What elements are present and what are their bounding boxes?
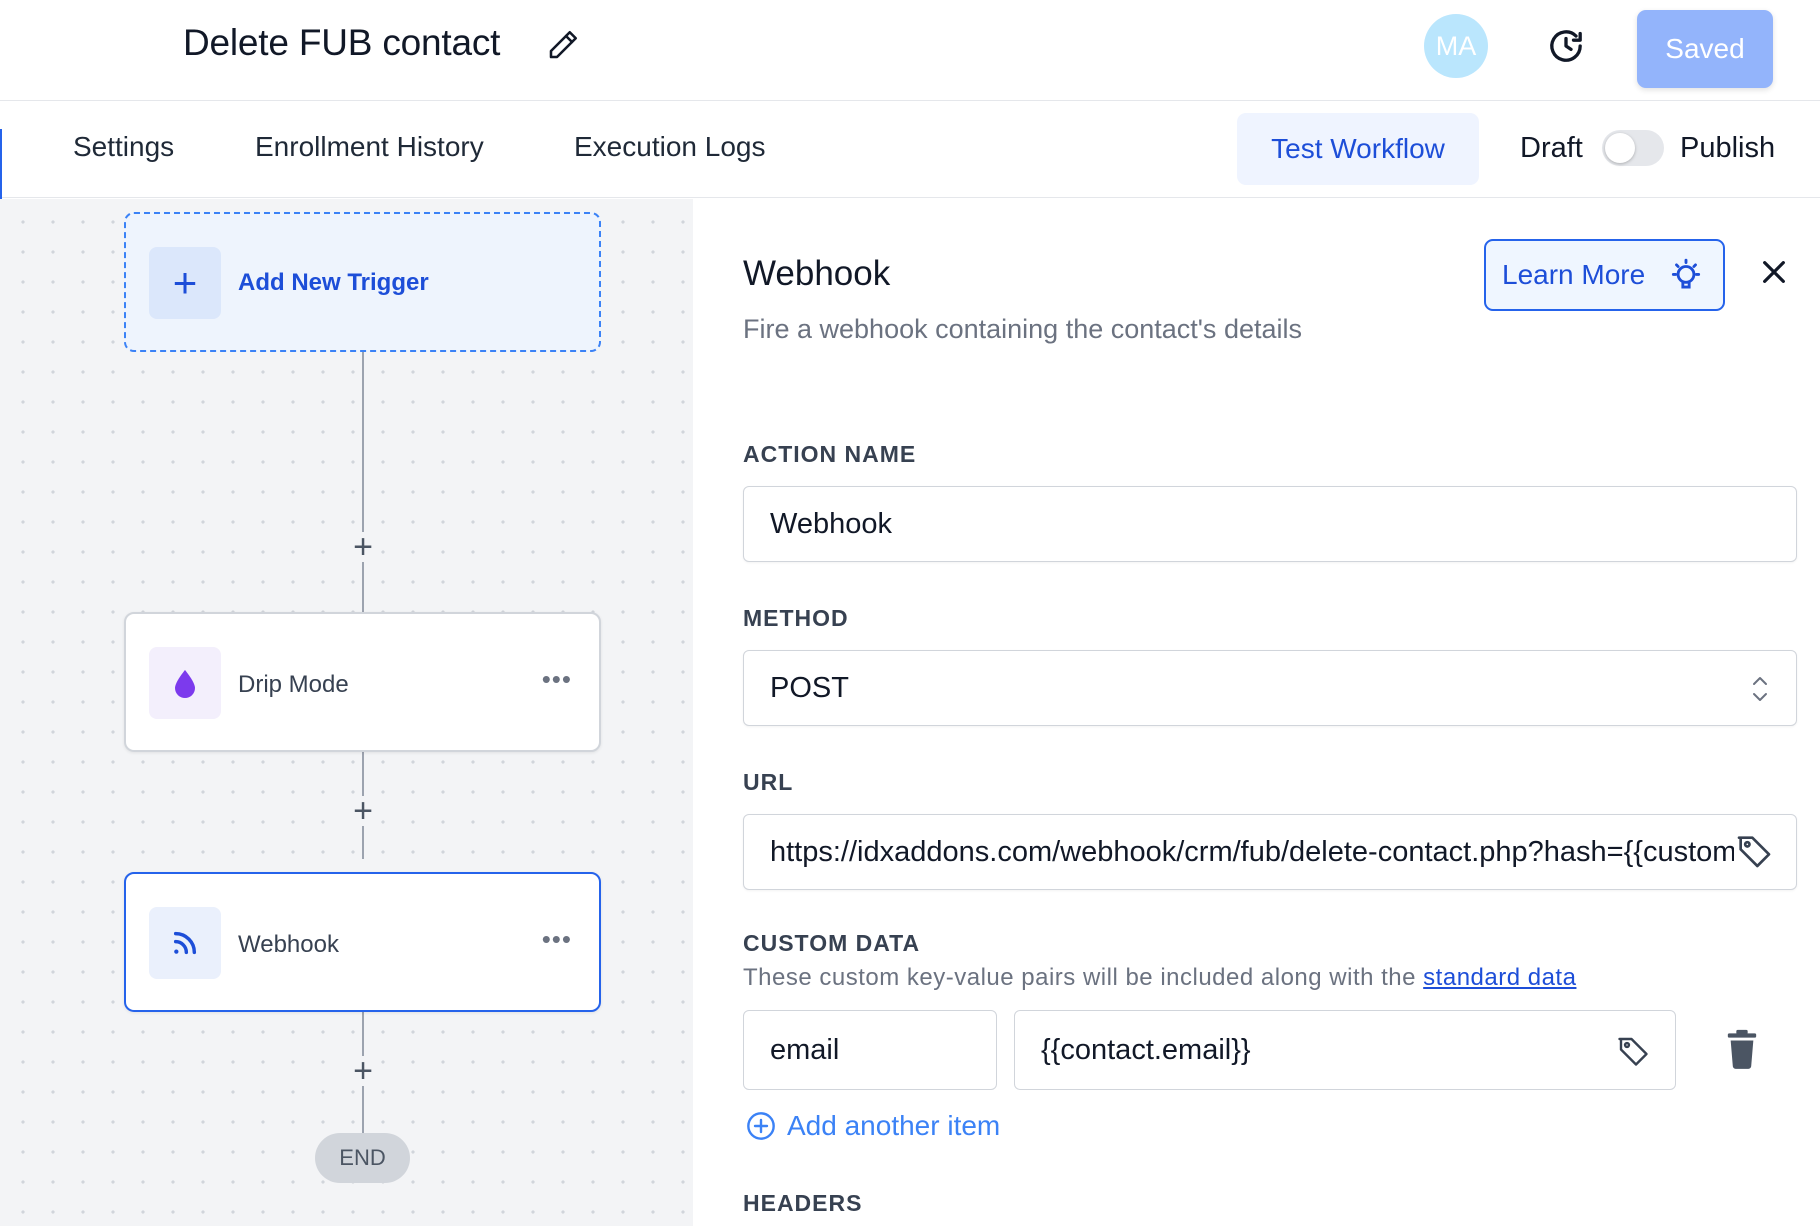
more-options-icon[interactable]: ••• xyxy=(541,924,572,954)
tab-enrollment-history[interactable]: Enrollment History xyxy=(255,131,484,162)
workflow-tabs-bar: Settings Enrollment History Execution Lo… xyxy=(0,101,1820,199)
lightbulb-icon xyxy=(1671,258,1701,289)
url-value: https://idxaddons.com/webhook/crm/fub/de… xyxy=(770,835,1753,868)
action-name-input[interactable]: Webhook xyxy=(743,486,1797,562)
publish-label: Publish xyxy=(1680,132,1776,164)
trash-icon[interactable] xyxy=(1725,1029,1759,1069)
custom-data-value-input[interactable]: {{contact.email}} xyxy=(1014,1010,1676,1090)
end-node: END xyxy=(315,1133,410,1183)
tag-icon[interactable] xyxy=(1734,831,1774,871)
learn-more-button[interactable]: Learn More xyxy=(1484,239,1725,311)
tab-execution-logs[interactable]: Execution Logs xyxy=(574,131,766,162)
standard-data-link[interactable]: standard data xyxy=(1423,964,1577,991)
custom-data-label: CUSTOM DATA xyxy=(743,930,921,956)
publish-toggle[interactable] xyxy=(1602,130,1664,166)
action-settings-panel: Webhook Fire a webhook containing the co… xyxy=(693,199,1820,1226)
pencil-icon[interactable] xyxy=(545,27,581,63)
add-trigger-card[interactable]: + Add New Trigger xyxy=(124,212,601,352)
add-another-item-button[interactable]: Add another item xyxy=(745,1110,1000,1142)
node-label: Webhook xyxy=(238,931,339,958)
plus-circle-icon xyxy=(747,1112,775,1140)
avatar[interactable]: MA xyxy=(1424,14,1488,78)
more-options-icon[interactable]: ••• xyxy=(541,664,572,694)
workflow-node-drip-mode[interactable]: Drip Mode ••• xyxy=(124,612,601,752)
history-icon[interactable] xyxy=(1546,26,1586,66)
active-tab-indicator xyxy=(0,129,2,199)
workflow-canvas[interactable]: + Add New Trigger + Drip Mode ••• + Webh… xyxy=(0,199,693,1226)
custom-data-value: {{contact.email}} xyxy=(1041,1033,1251,1066)
headers-label: HEADERS xyxy=(743,1190,863,1216)
add-item-label: Add another item xyxy=(787,1110,1001,1141)
top-header: Delete FUB contact MA Saved xyxy=(0,0,1820,101)
webhook-icon xyxy=(149,907,221,979)
add-trigger-label: Add New Trigger xyxy=(238,269,429,296)
workflow-node-webhook[interactable]: Webhook ••• xyxy=(124,872,601,1012)
custom-data-key-input[interactable]: email xyxy=(743,1010,997,1090)
drop-icon xyxy=(149,647,221,719)
learn-more-label: Learn More xyxy=(1502,259,1646,290)
method-value: POST xyxy=(770,671,849,704)
toggle-knob xyxy=(1605,133,1635,163)
method-label: METHOD xyxy=(743,605,849,631)
tag-icon[interactable] xyxy=(1615,1033,1651,1069)
tab-settings[interactable]: Settings xyxy=(73,131,175,162)
node-label: Drip Mode xyxy=(238,671,349,698)
add-step-button[interactable]: + xyxy=(348,1054,378,1088)
method-select[interactable]: POST xyxy=(743,650,1797,726)
chevron-up-down-icon xyxy=(1753,677,1767,701)
saved-button[interactable]: Saved xyxy=(1637,10,1773,88)
test-workflow-button[interactable]: Test Workflow xyxy=(1237,113,1479,185)
add-step-button[interactable]: + xyxy=(348,530,378,564)
action-name-label: ACTION NAME xyxy=(743,441,917,467)
plus-icon: + xyxy=(149,247,221,319)
close-icon[interactable] xyxy=(1758,256,1790,288)
url-input[interactable]: https://idxaddons.com/webhook/crm/fub/de… xyxy=(743,814,1797,890)
panel-subtitle: Fire a webhook containing the contact's … xyxy=(743,314,1302,344)
custom-data-hint: These custom key-value pairs will be inc… xyxy=(743,964,1577,991)
add-step-button[interactable]: + xyxy=(348,794,378,828)
draft-label: Draft xyxy=(1520,132,1583,164)
workflow-title: Delete FUB contact xyxy=(183,22,501,63)
url-label: URL xyxy=(743,769,794,795)
panel-title: Webhook xyxy=(743,254,891,293)
